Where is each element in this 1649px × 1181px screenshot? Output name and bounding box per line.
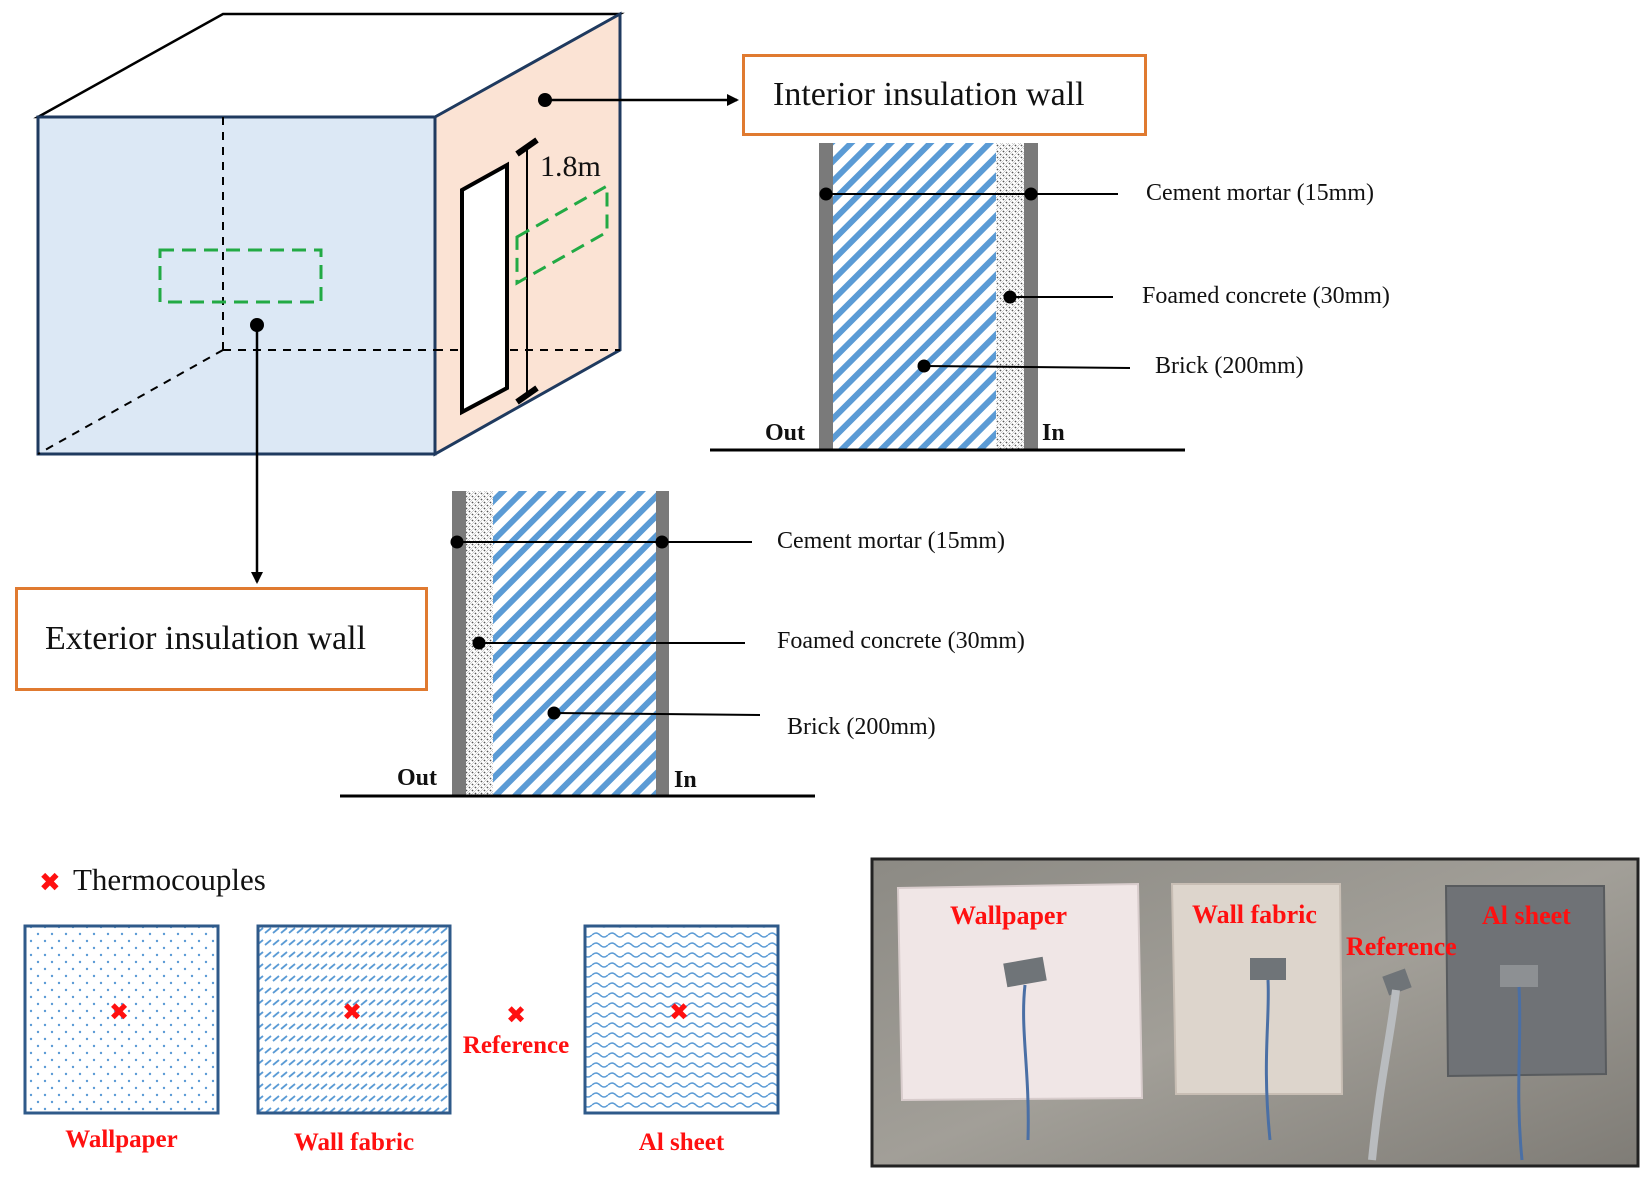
interior-wall-title: Interior insulation wall <box>742 54 1147 136</box>
exterior-out-label: Out <box>397 765 438 791</box>
exterior-wall-title-text: Exterior insulation wall <box>45 620 367 657</box>
exterior-wall-section <box>340 491 815 798</box>
exterior-in-label: In <box>674 767 697 793</box>
interior-layer-foamed-concrete: Foamed concrete (30mm) <box>1142 283 1390 309</box>
sample-caption-wall-fabric: Wall fabric <box>293 1129 415 1156</box>
sample-wallpaper <box>23 924 220 1115</box>
interior-wall-title-text: Interior insulation wall <box>773 76 1085 113</box>
photo-caption-wall-fabric: Wall fabric <box>1192 900 1317 929</box>
sample-caption-al-sheet: Al sheet <box>638 1129 725 1156</box>
sample-panels: ✖ ✖ ✖ ✖ <box>23 924 780 1115</box>
interior-out-label: Out <box>765 420 806 446</box>
interior-brick <box>833 143 996 450</box>
room-front-face <box>36 115 437 456</box>
photo-wallpaper-panel <box>896 882 1144 1102</box>
measurement-area-side <box>515 183 609 286</box>
interior-in-label: In <box>1042 420 1065 446</box>
thermocouple-marker-icon: ✖ <box>669 998 689 1026</box>
sample-caption-wallpaper: Wallpaper <box>65 1126 178 1153</box>
photo-wall-fabric-panel <box>1170 883 1344 1095</box>
thermocouple-marker-icon: ✖ <box>342 998 362 1026</box>
interior-wall-section <box>710 143 1185 452</box>
legend-marker-icon: ✖ <box>39 868 61 898</box>
thermocouple-marker-icon: ✖ <box>109 998 129 1026</box>
measurement-area-front <box>158 248 323 304</box>
photo-caption-al-sheet: Al sheet <box>1482 901 1571 930</box>
interior-mortar-out <box>819 143 833 450</box>
exterior-wall-title: Exterior insulation wall <box>15 587 428 691</box>
interior-layer-mortar: Cement mortar (15mm) <box>1146 180 1374 206</box>
exterior-layer-foamed-concrete: Foamed concrete (30mm) <box>777 628 1025 654</box>
exterior-mortar-out <box>452 491 466 796</box>
photo-caption-wallpaper: Wallpaper <box>950 901 1068 930</box>
legend-label: Thermocouples <box>73 862 266 897</box>
experiment-photo <box>870 857 1640 1168</box>
sample-al-sheet <box>583 924 780 1115</box>
reference-marker-icon: ✖ <box>506 1001 526 1029</box>
interior-layer-brick: Brick (200mm) <box>1155 353 1304 379</box>
height-label: 1.8m <box>540 150 601 183</box>
reference-caption: Reference <box>462 1032 570 1059</box>
sample-wall-fabric <box>256 924 452 1115</box>
room-3d <box>33 11 739 584</box>
exterior-layer-mortar: Cement mortar (15mm) <box>777 528 1005 554</box>
door <box>460 161 509 416</box>
photo-caption-reference: Reference <box>1346 932 1457 961</box>
exterior-layer-brick: Brick (200mm) <box>787 714 936 740</box>
